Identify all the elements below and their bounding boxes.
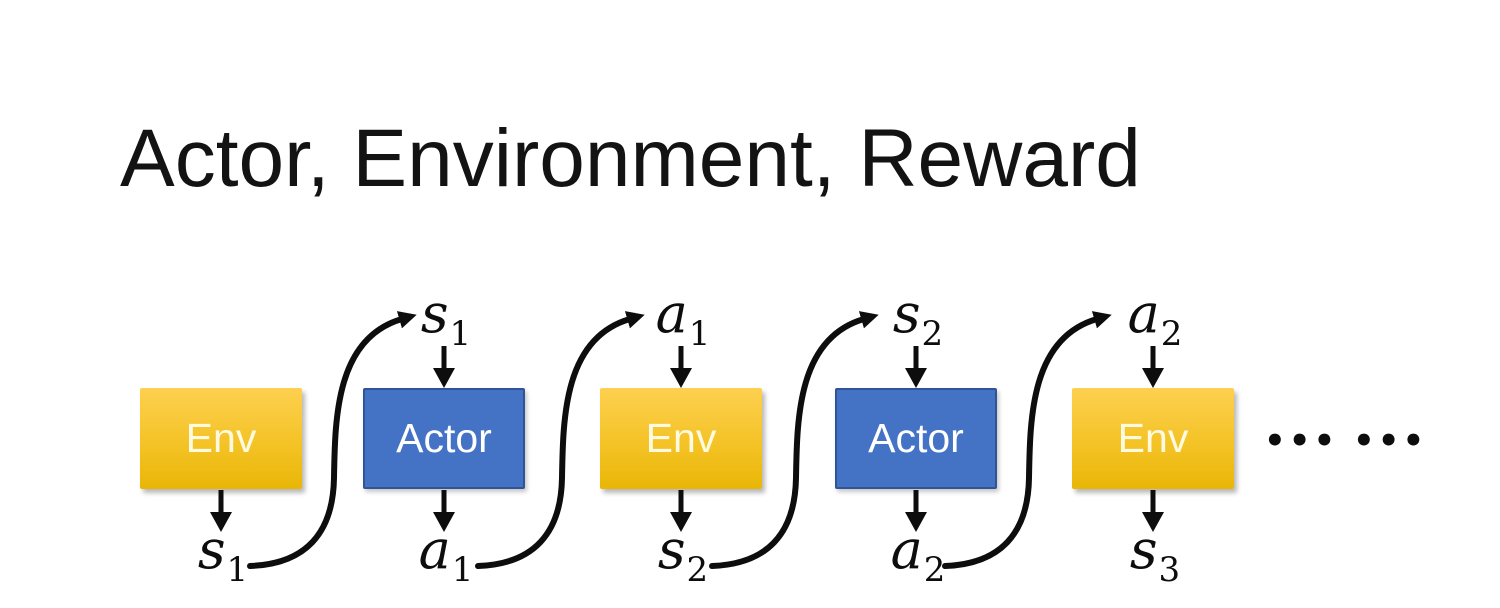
slide-title: Actor, Environment, Reward [120, 113, 1141, 204]
top-label: a2 [1127, 282, 1183, 355]
box-label: Env [185, 415, 257, 461]
top-label: a1 [655, 282, 711, 355]
top-label: s1 [420, 282, 472, 355]
box-label: Actor [396, 415, 492, 461]
down-arrow-icon [210, 490, 232, 532]
down-arrow-icon [1142, 346, 1164, 388]
env-box: Env [600, 388, 762, 489]
env-box: Env [140, 388, 302, 489]
down-arrow-icon [433, 346, 455, 388]
actor-box: Actor [835, 388, 997, 489]
ellipsis: ••• ••• [1264, 421, 1428, 461]
bottom-label: s3 [1129, 518, 1181, 591]
down-arrow-icon [670, 346, 692, 388]
down-arrow-icon [670, 490, 692, 532]
box-label: Env [1117, 415, 1189, 461]
box-label: Env [645, 415, 717, 461]
box-label: Actor [868, 415, 964, 461]
bottom-label: a1 [418, 518, 474, 591]
bottom-label: s2 [657, 518, 709, 591]
actor-box: Actor [363, 388, 525, 489]
down-arrow-icon [433, 490, 455, 532]
down-arrow-icon [905, 346, 927, 388]
env-box: Env [1072, 388, 1234, 489]
down-arrow-icon [1142, 490, 1164, 532]
top-label: s2 [892, 282, 944, 355]
down-arrow-icon [905, 490, 927, 532]
bottom-label: a2 [890, 518, 946, 591]
bottom-label: s1 [197, 518, 249, 591]
